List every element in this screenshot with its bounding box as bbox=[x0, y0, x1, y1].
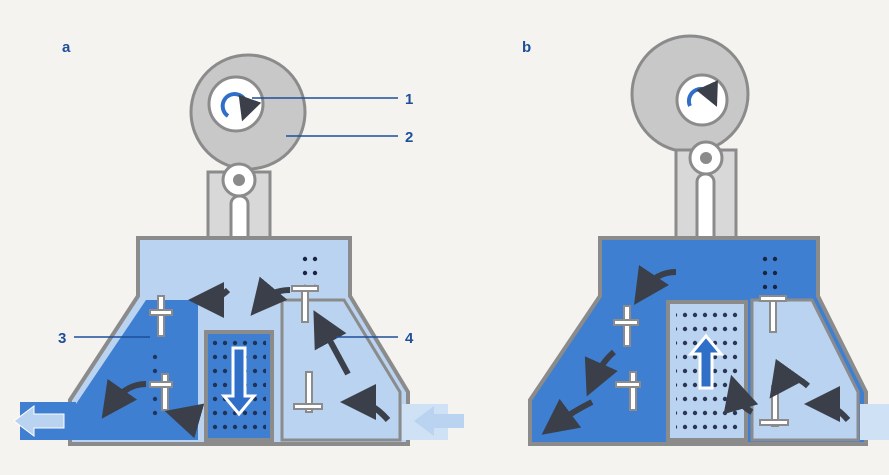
callout-2: 2 bbox=[405, 129, 413, 146]
inlet-arrow-icon bbox=[414, 406, 464, 436]
callout-1: 1 bbox=[405, 91, 413, 108]
cam-rotation-arrow-icon bbox=[220, 92, 262, 122]
flow-arrow-icon bbox=[541, 265, 851, 435]
cam-rotation-arrow-icon bbox=[686, 80, 718, 107]
cam bbox=[189, 53, 307, 171]
pump-stroke-arrow-icon bbox=[220, 346, 258, 417]
panel-b: b bbox=[522, 34, 889, 446]
cam bbox=[630, 34, 750, 154]
panel-letter: a bbox=[62, 39, 71, 56]
callout-3: 3 bbox=[58, 330, 66, 347]
flow-arrow-icon bbox=[101, 276, 391, 439]
panel-letter: b bbox=[522, 39, 531, 56]
panel-a: a bbox=[13, 39, 464, 446]
pump-stroke-arrow-icon bbox=[687, 333, 725, 390]
outlet-arrow-icon bbox=[13, 405, 65, 437]
callout-4: 4 bbox=[405, 330, 414, 347]
